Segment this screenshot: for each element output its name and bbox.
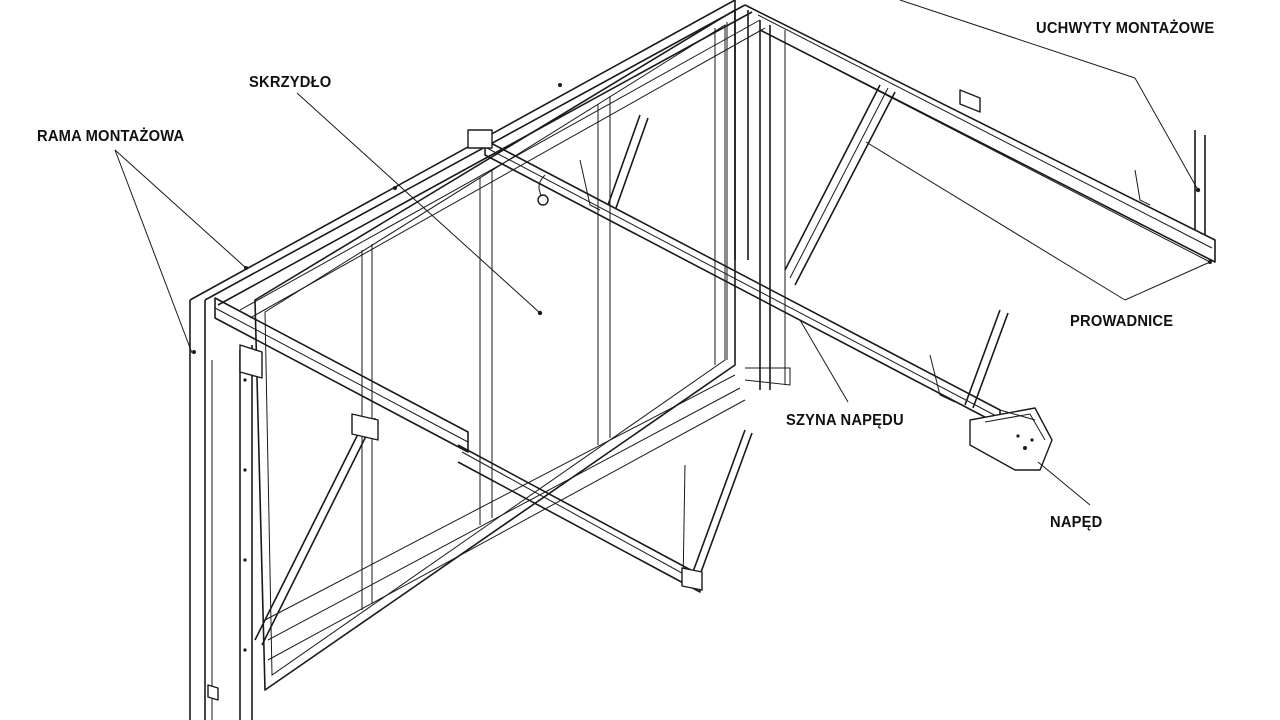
drive-unit: [969, 407, 1053, 471]
guide-rail-right: [744, 4, 1216, 286]
label-door-leaf: SKRZYDŁO: [249, 74, 332, 91]
label-drive-unit: NAPĘD: [1050, 514, 1103, 531]
drive-rail: [467, 129, 1001, 426]
label-mounting-brackets: UCHWYTY MONTAŻOWE: [1036, 20, 1215, 37]
door-leaf: [254, 9, 746, 691]
mounting-hangers: [537, 114, 1206, 591]
label-mounting-frame: RAMA MONTAŻOWA: [37, 128, 185, 145]
label-guide-rails: PROWADNICE: [1070, 313, 1174, 330]
label-drive-rail: SZYNA NAPĘDU: [786, 412, 904, 429]
guide-rail-left: [207, 297, 701, 720]
leader-lines: [114, 0, 1211, 506]
